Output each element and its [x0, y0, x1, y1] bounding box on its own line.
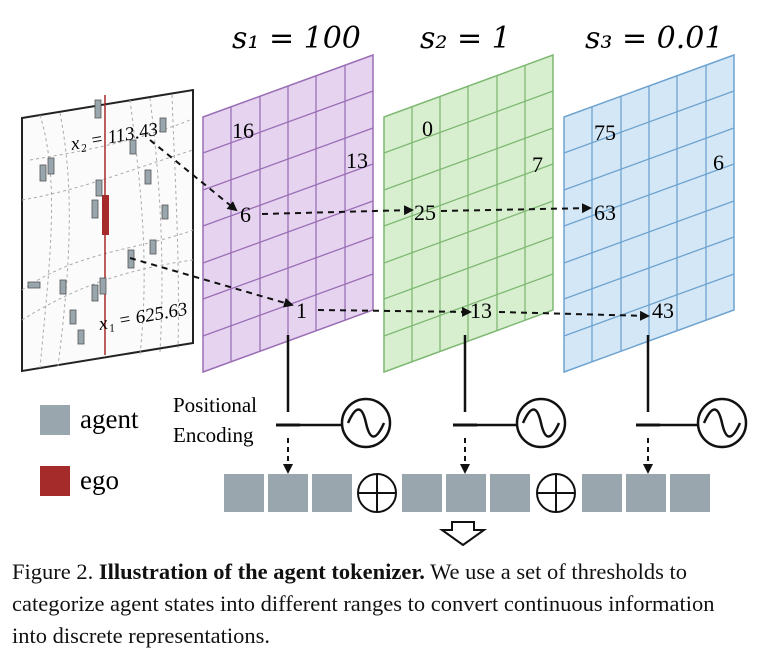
grid3-cell-b: 6	[713, 150, 724, 175]
mapping-arrows	[129, 139, 650, 321]
token-sequence	[224, 474, 710, 512]
caption-title: Illustration of the agent tokenizer.	[98, 559, 425, 584]
caption-prefix: Figure 2.	[12, 559, 94, 584]
token-connectors	[286, 335, 650, 412]
grid1-cell-d: 1	[296, 298, 307, 323]
caption-body: We use a set of thresholds to categorize…	[12, 559, 715, 648]
scale-title-3: s₃ = 0.01	[585, 21, 723, 56]
grid2-cell-a: 0	[422, 116, 433, 141]
ego-legend-label: ego	[80, 465, 119, 495]
figure-caption: Figure 2. Illustration of the agent toke…	[12, 556, 754, 652]
grid-panel-3: 75 6 63 43	[563, 53, 735, 374]
grid3-cell-d: 43	[652, 298, 674, 323]
scale-title-1: s₁ = 100	[232, 21, 361, 56]
grid2-cell-d: 13	[470, 298, 492, 323]
grid3-cell-a: 75	[594, 120, 616, 145]
scene-map: x₂ = 113.43 x₁ = 625.63	[21, 88, 194, 373]
grid2-cell-c: 25	[414, 200, 436, 225]
ego-legend-swatch	[40, 466, 70, 496]
output-arrow-icon	[438, 521, 488, 547]
scale-title-2: s₂ = 1	[420, 21, 511, 56]
sinusoid-icons	[300, 397, 748, 449]
grid1-cell-a: 16	[232, 118, 254, 143]
concat-icons	[357, 473, 576, 513]
positional-encoding-line1: Positional	[173, 393, 257, 417]
grid1-cell-b: 13	[346, 148, 368, 173]
grid3-cell-c: 63	[594, 200, 616, 225]
grid-panel-2: 0 7 25 13	[383, 53, 554, 374]
grid2-cell-b: 7	[532, 152, 543, 177]
grid1-cell-c: 6	[240, 202, 251, 227]
agent-legend-label: agent	[80, 404, 139, 434]
positional-encoding-line2: Encoding	[173, 423, 254, 447]
agent-legend-swatch	[40, 405, 70, 435]
agent-tokenizer-diagram: s₁ = 100 s₂ = 1 s₃ = 0.01	[21, 21, 748, 547]
